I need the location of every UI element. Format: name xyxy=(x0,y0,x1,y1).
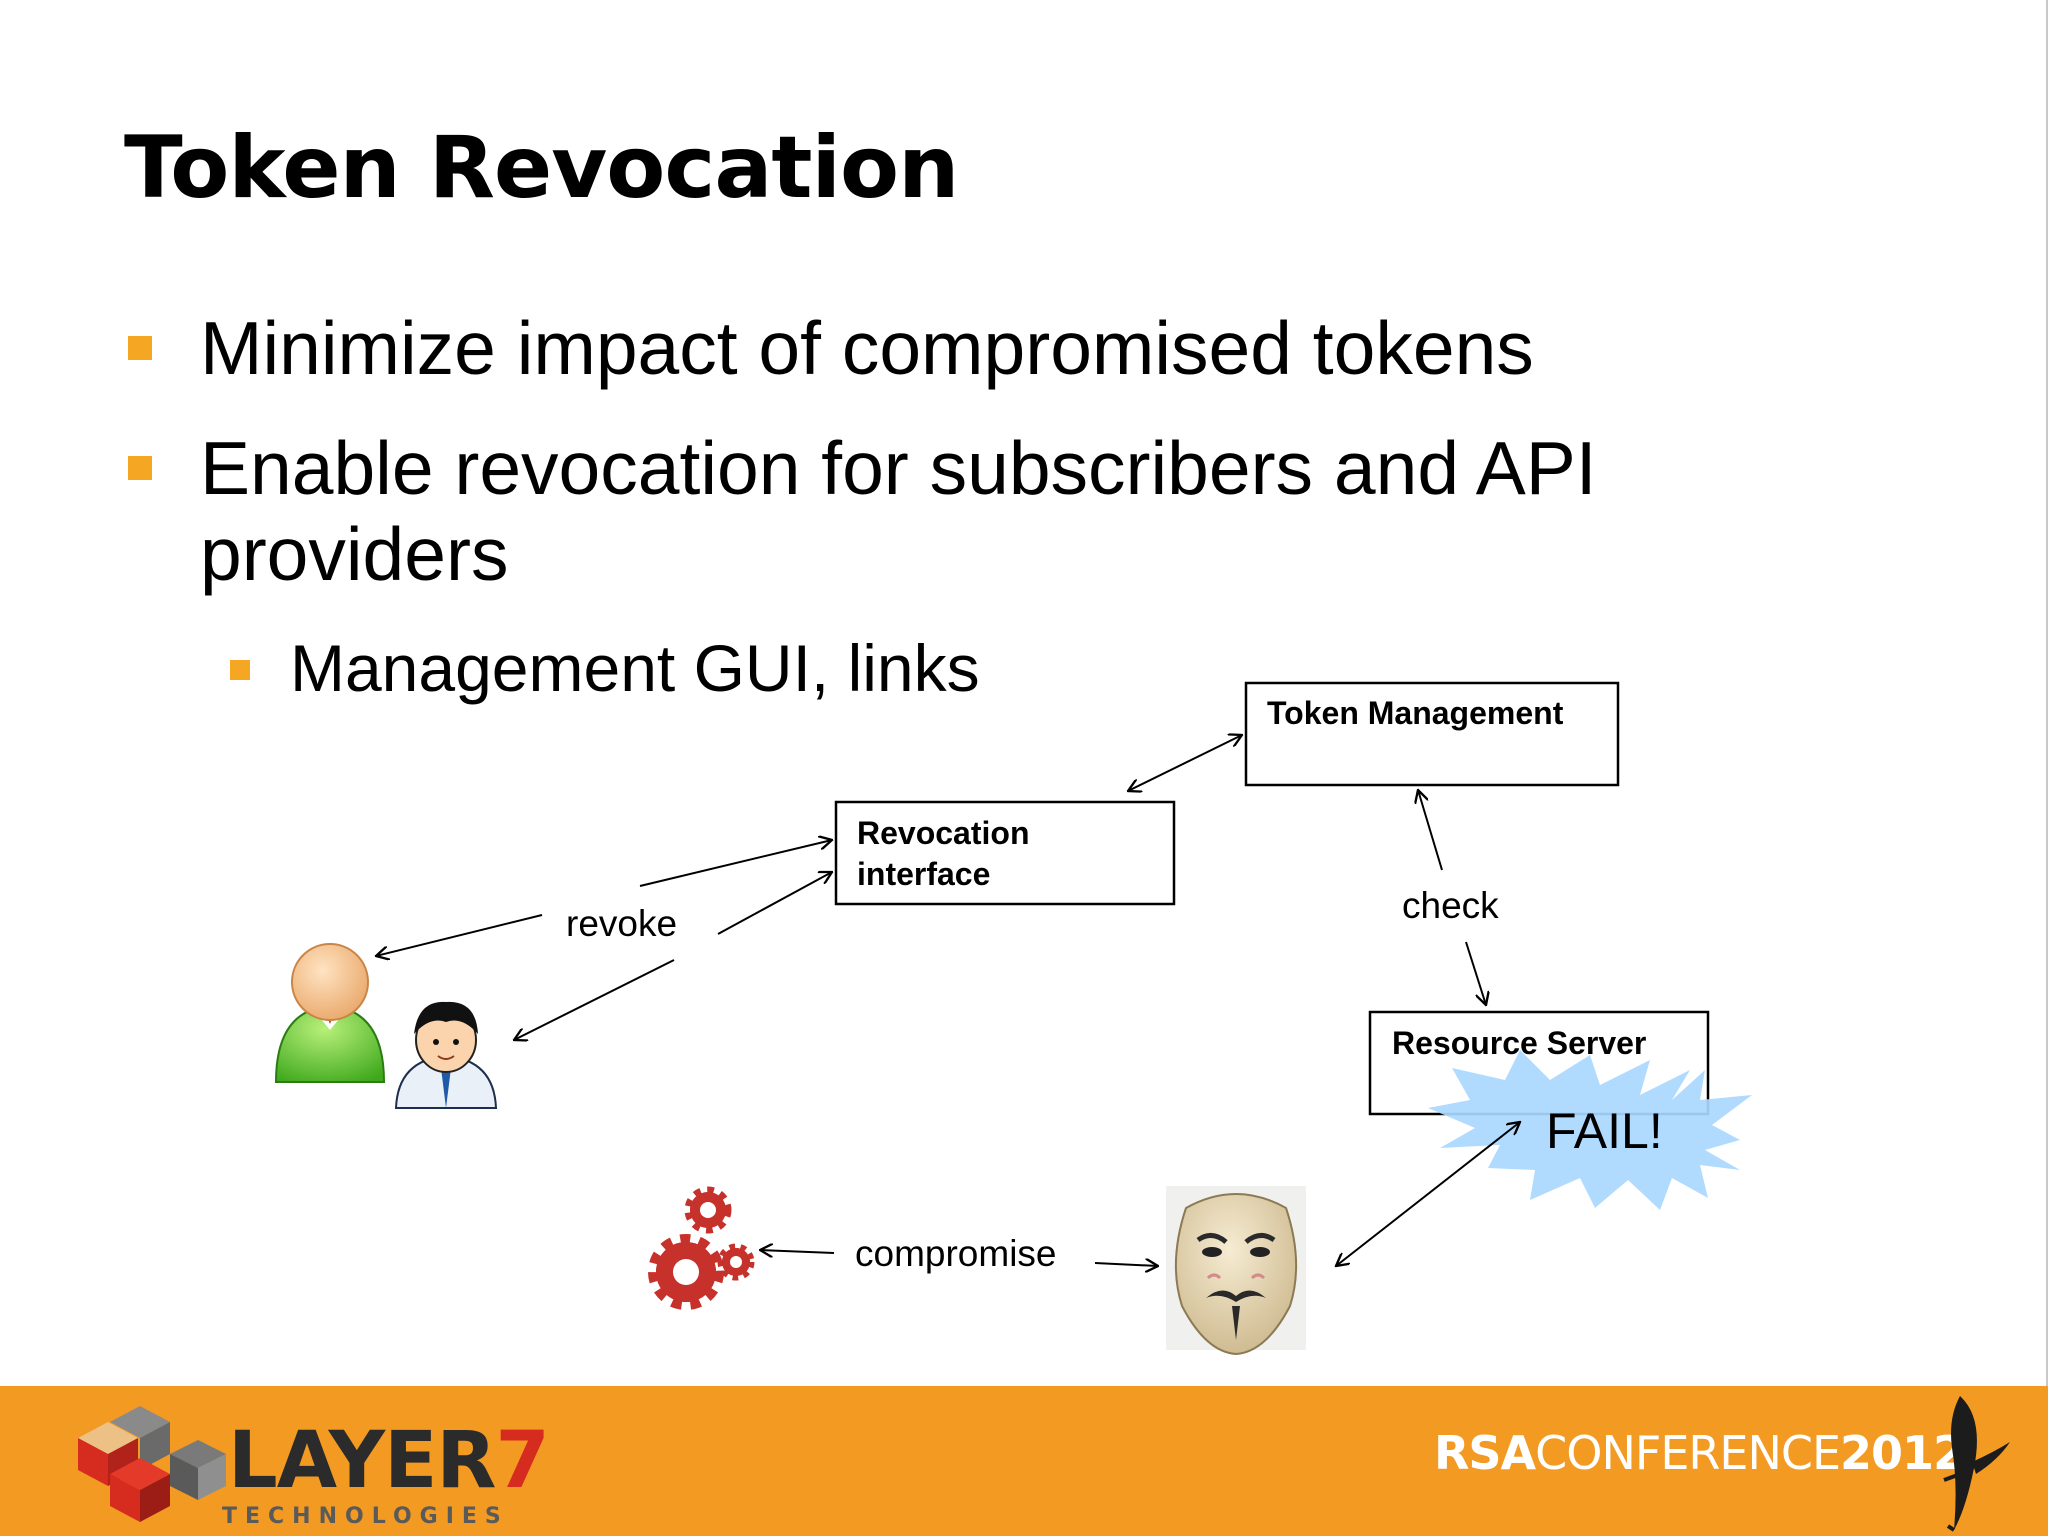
arrow-check-up xyxy=(1418,790,1443,871)
arrow-revoke-lower xyxy=(717,872,832,935)
footer-bar xyxy=(0,1386,2048,1536)
fail-label: FAIL! xyxy=(1546,1103,1663,1159)
rsa-prefix: RSA xyxy=(1434,1426,1536,1480)
businessman-icon xyxy=(394,1001,498,1109)
sub-bullet-square-icon xyxy=(230,660,250,680)
revoke-label: revoke xyxy=(566,903,677,944)
arrow-compromise-left xyxy=(760,1250,835,1253)
bullet-square-icon xyxy=(128,456,152,480)
layer7-number: 7 xyxy=(495,1416,549,1506)
arrow-revocation-token xyxy=(1128,735,1242,791)
arrow-revoke-upper xyxy=(639,840,832,887)
gears-icon xyxy=(648,1186,755,1310)
token-management-box xyxy=(1244,681,1620,787)
revocation-interface-label-line2: interface xyxy=(857,856,990,892)
bullet-2: Enable revocation for subscribers and AP… xyxy=(200,425,1597,597)
revocation-interface-label-line1: Revocation xyxy=(857,815,1029,851)
rsa-year: 2012 xyxy=(1840,1426,1965,1480)
arrow-revoke-businessman xyxy=(514,959,675,1040)
arrow-check-down xyxy=(1465,941,1486,1005)
revocation-diagram: Token Management Revocation interface Re… xyxy=(274,681,1752,1356)
arrow-compromise-right xyxy=(1094,1263,1158,1266)
rsa-conference-word: CONFERENCE xyxy=(1535,1426,1841,1480)
check-label: check xyxy=(1402,885,1499,926)
layer7-subtitle: TECHNOLOGIES xyxy=(222,1504,509,1529)
compromise-label: compromise xyxy=(855,1233,1057,1274)
token-management-label: Token Management xyxy=(1267,695,1564,731)
sub-bullet-1: Management GUI, links xyxy=(290,631,980,705)
scrollbar-track[interactable] xyxy=(2046,0,2048,1386)
arrow-revoke-user xyxy=(376,914,543,956)
user-green-icon xyxy=(274,943,386,1083)
starburst-icon xyxy=(1428,1050,1752,1210)
bullet-2-line-1: Enable revocation for subscribers and AP… xyxy=(200,426,1597,510)
guy-fawkes-mask-icon xyxy=(1166,1186,1306,1356)
bullet-1: Minimize impact of compromised tokens xyxy=(200,306,1534,390)
rsa-conference-wordmark: RSACONFERENCE2012 xyxy=(1434,1430,1965,1476)
layer7-wordmark: LAYER7 xyxy=(228,1422,550,1500)
slide-title: Token Revocation xyxy=(124,118,959,218)
arrow-attacker-resource xyxy=(1336,1122,1520,1266)
rsa-quill-icon xyxy=(1943,1396,2010,1532)
layer7-word: LAYER xyxy=(228,1416,496,1506)
revocation-interface-box xyxy=(834,800,1176,906)
layer7-logo-icon xyxy=(78,1406,226,1522)
bullet-square-icon xyxy=(128,336,152,360)
bullet-2-line-2: providers xyxy=(200,512,509,596)
